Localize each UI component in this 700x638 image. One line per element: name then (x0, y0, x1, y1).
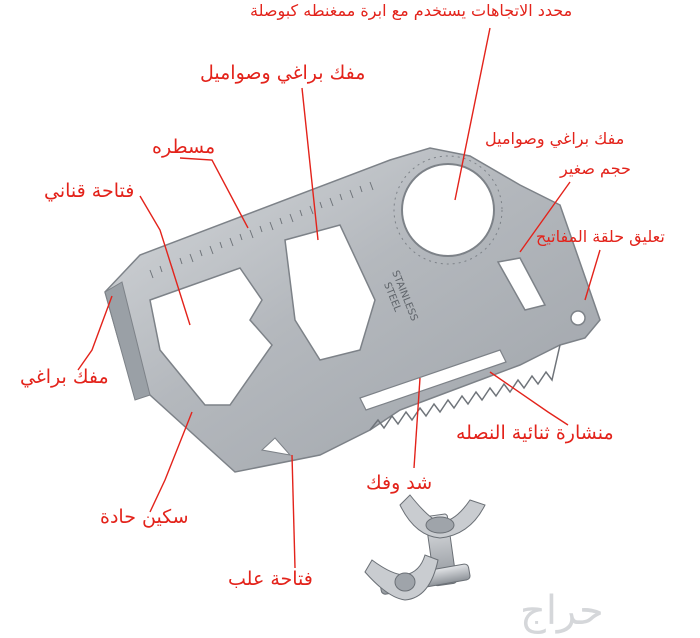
keyring-hole (570, 310, 586, 326)
ruler-ticks (149, 181, 374, 279)
wing-nut-bolt-icon (364, 554, 471, 601)
label-small-size: حجم صغير (560, 159, 631, 178)
watermark-logo: حراج (520, 588, 606, 634)
bottle-opener-hole (149, 267, 273, 406)
compass-hole (401, 163, 495, 257)
small-slot (496, 257, 547, 311)
leader-lines (77, 27, 601, 569)
label-knife: سكين حادة (100, 506, 189, 528)
label-can-opener: فتاحة علب (228, 568, 313, 590)
label-keyring: تعليق حلقة المفاتيح (536, 227, 665, 246)
survival-card: STAINLESS STEEL (104, 147, 601, 473)
label-tighten-loosen: شد وفك (366, 472, 433, 494)
knife-edge (104, 281, 151, 401)
wrench-hole (284, 224, 376, 361)
label-saw: منشارة ثنائية النصله (456, 422, 614, 444)
label-screwdriver: مفك براغي (20, 366, 109, 388)
label-compass: محدد الاتجاهات يستخدم مع ابرة ممغنطه كبو… (250, 1, 573, 20)
saw-teeth (369, 344, 561, 431)
can-opener-notch (260, 437, 292, 456)
saw-slot (359, 349, 507, 411)
label-ruler: مسطره (152, 136, 216, 158)
label-bottle-opener: فتاحة قناني (44, 180, 135, 202)
label-screw-washer: مفك براغي وصواميل (200, 62, 366, 84)
compass-scale (393, 155, 503, 265)
label-small-screwdriver: مفك براغي وصواميل (485, 129, 625, 148)
